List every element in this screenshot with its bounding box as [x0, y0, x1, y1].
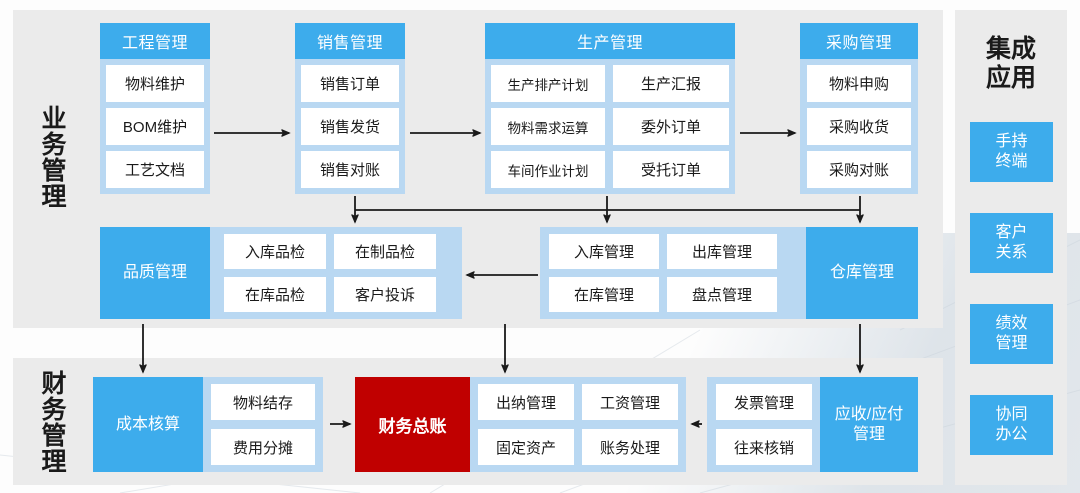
group-receivable-header[interactable]: 应收/应付管理 [820, 377, 918, 472]
cell-receivable-0[interactable]: 发票管理 [716, 384, 812, 420]
cell-production-left-2[interactable]: 车间作业计划 [491, 151, 605, 188]
integration-button-1[interactable]: 客户关系 [970, 213, 1053, 273]
group-warehouse-header[interactable]: 仓库管理 [806, 227, 918, 319]
integration-button-3[interactable]: 协同办公 [970, 395, 1053, 455]
group-ledger[interactable]: 财务总账 [355, 377, 470, 472]
cell-warehouse-left-0[interactable]: 入库管理 [549, 234, 659, 269]
cell-purchasing-0[interactable]: 物料申购 [807, 65, 911, 102]
cell-engineering-2[interactable]: 工艺文档 [106, 151, 204, 188]
cell-accounting-left-0[interactable]: 出纳管理 [478, 384, 574, 420]
cell-quality-left-0[interactable]: 入库品检 [224, 234, 326, 269]
finance-panel-label: 财务管理 [38, 370, 66, 474]
cell-production-left-1[interactable]: 物料需求运算 [491, 108, 605, 145]
group-cost: 成本核算 物料结存 费用分摊 [93, 377, 323, 472]
group-warehouse: 入库管理 在库管理 出库管理 盘点管理 仓库管理 [540, 227, 918, 319]
integration-rail: 集成应用 手持终端 客户关系 绩效管理 协同办公 [955, 10, 1067, 485]
group-sales: 销售管理 销售订单 销售发货 销售对账 [295, 23, 405, 194]
cell-sales-0[interactable]: 销售订单 [301, 65, 399, 102]
cell-cost-0[interactable]: 物料结存 [211, 384, 315, 420]
group-production-header[interactable]: 生产管理 [485, 23, 735, 59]
cell-accounting-right-0[interactable]: 工资管理 [582, 384, 678, 420]
cell-accounting-right-1[interactable]: 账务处理 [582, 429, 678, 465]
cell-production-right-0[interactable]: 生产汇报 [613, 65, 729, 102]
group-production: 生产管理 生产排产计划 物料需求运算 车间作业计划 生产汇报 委外订单 受托订单 [485, 23, 735, 194]
cell-sales-1[interactable]: 销售发货 [301, 108, 399, 145]
cell-engineering-1[interactable]: BOM维护 [106, 108, 204, 145]
cell-cost-1[interactable]: 费用分摊 [211, 429, 315, 465]
cell-purchasing-2[interactable]: 采购对账 [807, 151, 911, 188]
group-sales-header[interactable]: 销售管理 [295, 23, 405, 59]
cell-purchasing-1[interactable]: 采购收货 [807, 108, 911, 145]
group-quality: 品质管理 入库品检 在库品检 在制品检 客户投诉 [100, 227, 462, 319]
cell-warehouse-right-0[interactable]: 出库管理 [667, 234, 777, 269]
cell-quality-right-1[interactable]: 客户投诉 [334, 277, 436, 312]
integration-button-0[interactable]: 手持终端 [970, 122, 1053, 182]
cell-warehouse-left-1[interactable]: 在库管理 [549, 277, 659, 312]
group-purchasing-header[interactable]: 采购管理 [800, 23, 918, 59]
cell-production-left-0[interactable]: 生产排产计划 [491, 65, 605, 102]
cell-sales-2[interactable]: 销售对账 [301, 151, 399, 188]
cell-quality-right-0[interactable]: 在制品检 [334, 234, 436, 269]
group-quality-header[interactable]: 品质管理 [100, 227, 210, 319]
group-accounting: 出纳管理 固定资产 工资管理 账务处理 [470, 377, 686, 472]
integration-button-2[interactable]: 绩效管理 [970, 304, 1053, 364]
cell-engineering-0[interactable]: 物料维护 [106, 65, 204, 102]
cell-quality-left-1[interactable]: 在库品检 [224, 277, 326, 312]
cell-warehouse-right-1[interactable]: 盘点管理 [667, 277, 777, 312]
group-receivable: 发票管理 往来核销 应收/应付管理 [707, 377, 918, 472]
cell-accounting-left-1[interactable]: 固定资产 [478, 429, 574, 465]
group-engineering-header[interactable]: 工程管理 [100, 23, 210, 59]
integration-title: 集成应用 [985, 35, 1036, 92]
cell-receivable-1[interactable]: 往来核销 [716, 429, 812, 465]
group-engineering: 工程管理 物料维护 BOM维护 工艺文档 [100, 23, 210, 194]
group-purchasing: 采购管理 物料申购 采购收货 采购对账 [800, 23, 918, 194]
business-panel-label: 业务管理 [38, 105, 66, 209]
cell-production-right-2[interactable]: 受托订单 [613, 151, 729, 188]
group-cost-header[interactable]: 成本核算 [93, 377, 203, 472]
cell-production-right-1[interactable]: 委外订单 [613, 108, 729, 145]
